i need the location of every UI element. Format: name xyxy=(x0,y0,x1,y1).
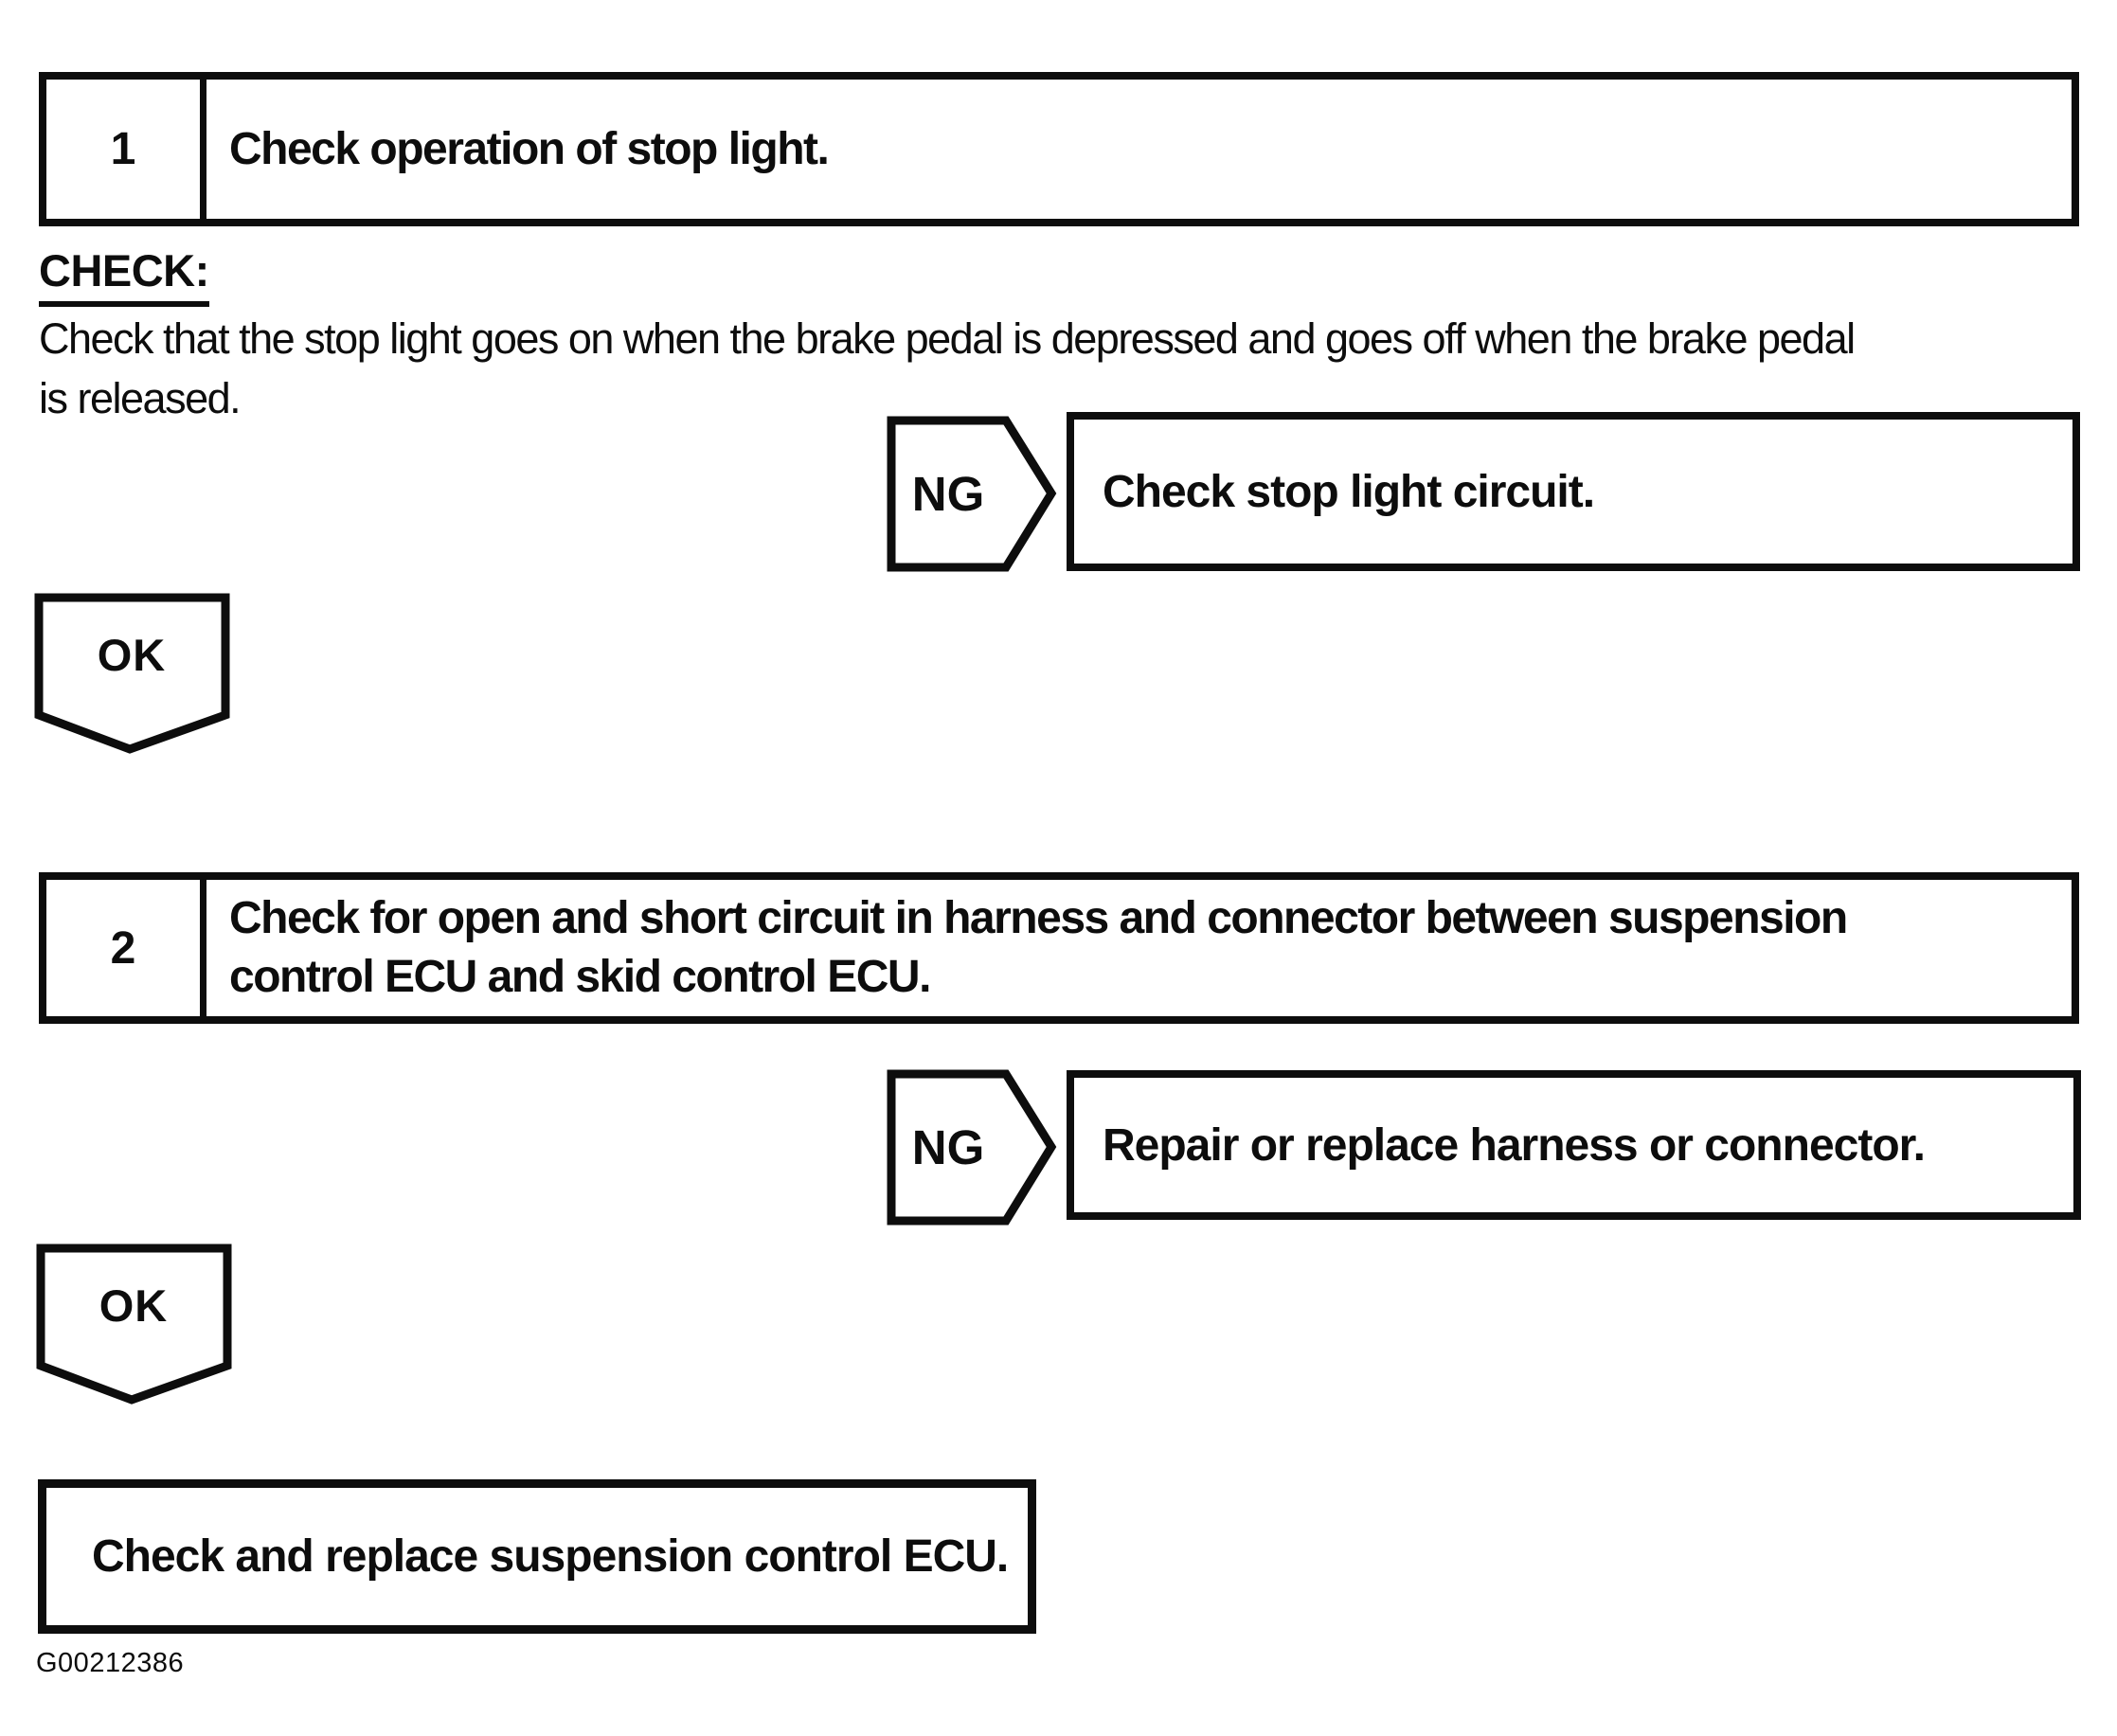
ng-action-2-text: Repair or replace harness or connector. xyxy=(1103,1119,1926,1171)
step-2-title-line: control ECU and skid control ECU. xyxy=(229,952,931,1002)
ok-label: OK xyxy=(97,629,167,680)
check-paragraph-line: Check that the stop light goes on when t… xyxy=(39,314,1856,363)
step-2-title-line: Check for open and short circuit in harn… xyxy=(229,893,1848,943)
check-paragraph: Check that the stop light goes on when t… xyxy=(39,309,1856,428)
final-action-box: Check and replace suspension control ECU… xyxy=(38,1479,1036,1634)
ng-pentagon-icon xyxy=(887,1069,1057,1226)
ng-action-1-box: Check stop light circuit. xyxy=(1067,412,2080,571)
step-1-number: 1 xyxy=(46,80,206,219)
ok-connector-1: OK xyxy=(34,593,233,756)
ok-connector-2: OK xyxy=(36,1244,235,1406)
step-1-title: Check operation of stop light. xyxy=(229,123,830,174)
ng-connector-1: NG xyxy=(887,416,1059,573)
ng-connector-2: NG xyxy=(887,1069,1059,1226)
ng-label: NG xyxy=(911,466,985,521)
check-heading: CHECK: xyxy=(39,244,209,307)
step-1-box: 1 Check operation of stop light. xyxy=(39,72,2079,226)
ok-pentagon-icon xyxy=(36,1244,232,1405)
figure-code: G00212386 xyxy=(36,1648,185,1678)
ok-pentagon-icon xyxy=(34,593,230,754)
ng-label: NG xyxy=(911,1119,985,1174)
ng-action-1-text: Check stop light circuit. xyxy=(1103,466,1595,517)
ng-pentagon-icon xyxy=(887,416,1057,572)
step-2-box: 2 Check for open and short circuit in ha… xyxy=(39,872,2079,1024)
ng-action-2-box: Repair or replace harness or connector. xyxy=(1067,1070,2081,1220)
ok-label: OK xyxy=(99,1280,169,1331)
final-action-text: Check and replace suspension control ECU… xyxy=(92,1531,1009,1582)
check-paragraph-line: is released. xyxy=(39,374,242,422)
step-2-number: 2 xyxy=(46,880,206,1016)
